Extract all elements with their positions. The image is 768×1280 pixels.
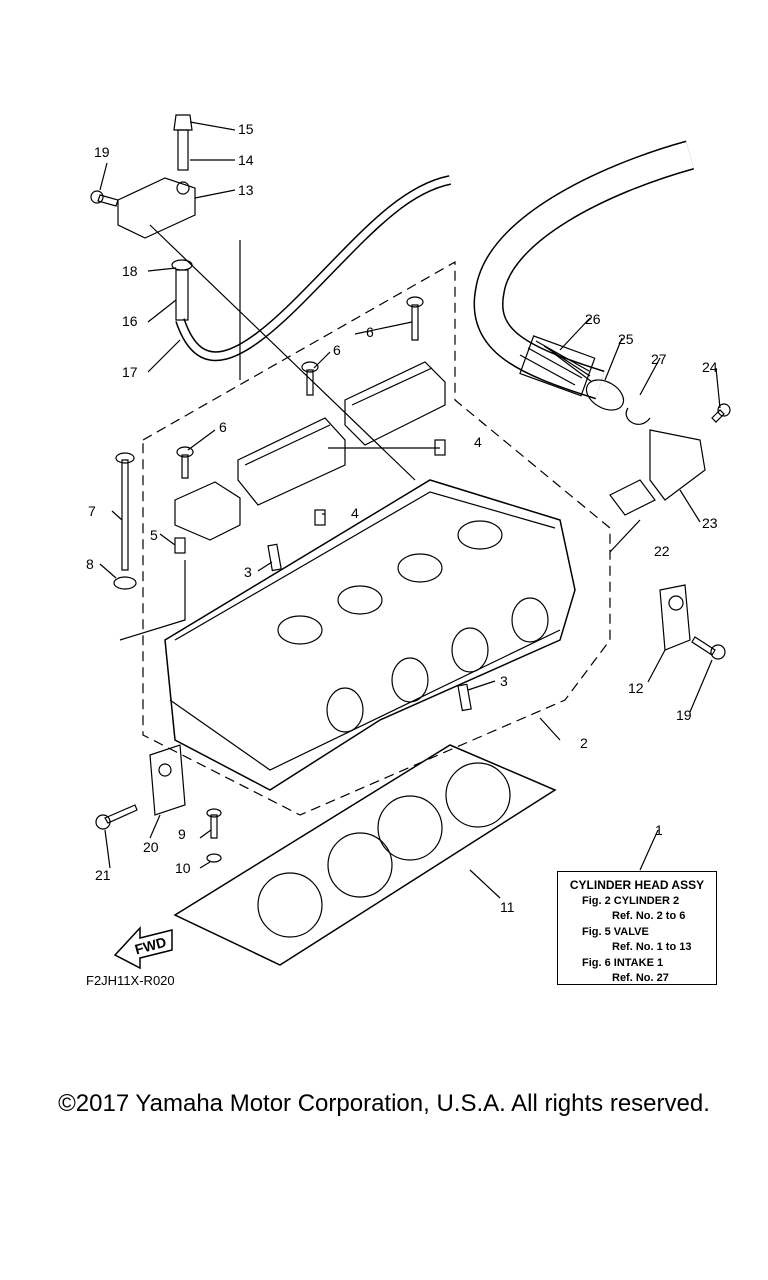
fwd-label: FWD: [133, 934, 168, 958]
callout-8: 8: [86, 556, 94, 572]
cap-15: [173, 114, 193, 131]
callout-20: 20: [143, 839, 159, 855]
callout-18: 18: [122, 263, 138, 279]
nozzle-14: [177, 129, 189, 171]
callout-16: 16: [122, 313, 138, 329]
callout-4a: 4: [474, 434, 482, 450]
callout-11: 11: [500, 899, 515, 915]
callout-6b: 6: [333, 342, 341, 358]
callout-23: 23: [702, 515, 718, 531]
thermostat: [609, 479, 656, 516]
reference-line: Ref. No. 27: [612, 972, 669, 984]
callout-25: 25: [618, 331, 634, 347]
callout-4b: 4: [351, 505, 359, 521]
figure-code: F2JH11X-R020: [86, 973, 175, 988]
callout-27: 27: [651, 351, 667, 367]
callout-19b: 19: [676, 707, 692, 723]
callout-7: 7: [88, 503, 96, 519]
callout-6a: 6: [366, 324, 374, 340]
reference-line: Fig. 6 INTAKE 1: [582, 956, 664, 969]
callout-26: 26: [585, 311, 601, 327]
callout-13: 13: [238, 182, 254, 198]
callout-21: 21: [95, 867, 111, 883]
sleeve-25: [585, 379, 625, 411]
cam-cap-left: [237, 417, 346, 506]
copyright-notice: ©2017 Yamaha Motor Corporation, U.S.A. A…: [58, 1090, 710, 1117]
clamp-27: [625, 407, 651, 425]
callout-19a: 19: [94, 144, 110, 160]
corrugated-joint: [519, 335, 596, 397]
washer-8: [113, 576, 137, 590]
callout-12: 12: [628, 680, 644, 696]
head-bolt: [121, 459, 129, 571]
callout-10: 10: [175, 860, 191, 876]
reference-box: CYLINDER HEAD ASSY Fig. 2 CYLINDER 2 Ref…: [557, 871, 717, 985]
joint-13: [117, 177, 196, 239]
callout-15: 15: [238, 121, 254, 137]
cam-cap-right: [344, 361, 446, 446]
cylinder-head: [164, 479, 576, 791]
reference-line: Fig. 5 VALVE: [582, 925, 649, 938]
cam-cap-small: [174, 481, 241, 541]
pipe-16: [175, 269, 189, 321]
callout-6c: 6: [219, 419, 227, 435]
thermostat-cover: [649, 429, 706, 501]
water-hose: [175, 175, 452, 362]
callout-labels: 1 2 3 3 4 4 5 6 6 6 7 8 9 10 11 12 13 14…: [86, 121, 718, 915]
assembly-boundary: [142, 260, 611, 816]
head-gasket: [173, 744, 557, 966]
callout-14: 14: [238, 152, 254, 168]
callout-3b: 3: [500, 673, 508, 689]
callout-24: 24: [702, 359, 718, 375]
reference-line: Ref. No. 1 to 13: [612, 941, 692, 953]
reference-box-title: CYLINDER HEAD ASSY: [569, 878, 705, 892]
bracket-20: [149, 744, 186, 816]
callout-5: 5: [150, 527, 158, 543]
callout-3a: 3: [244, 564, 252, 580]
reference-line: Ref. No. 2 to 6: [612, 910, 686, 922]
callout-1: 1: [655, 822, 663, 838]
reference-line: Fig. 2 CYLINDER 2: [582, 894, 680, 907]
bracket-12: [659, 584, 691, 651]
callout-9: 9: [178, 826, 186, 842]
callout-2: 2: [580, 735, 588, 751]
fwd-arrow: [113, 926, 173, 970]
callout-17: 17: [122, 364, 138, 380]
callout-22: 22: [654, 543, 670, 559]
